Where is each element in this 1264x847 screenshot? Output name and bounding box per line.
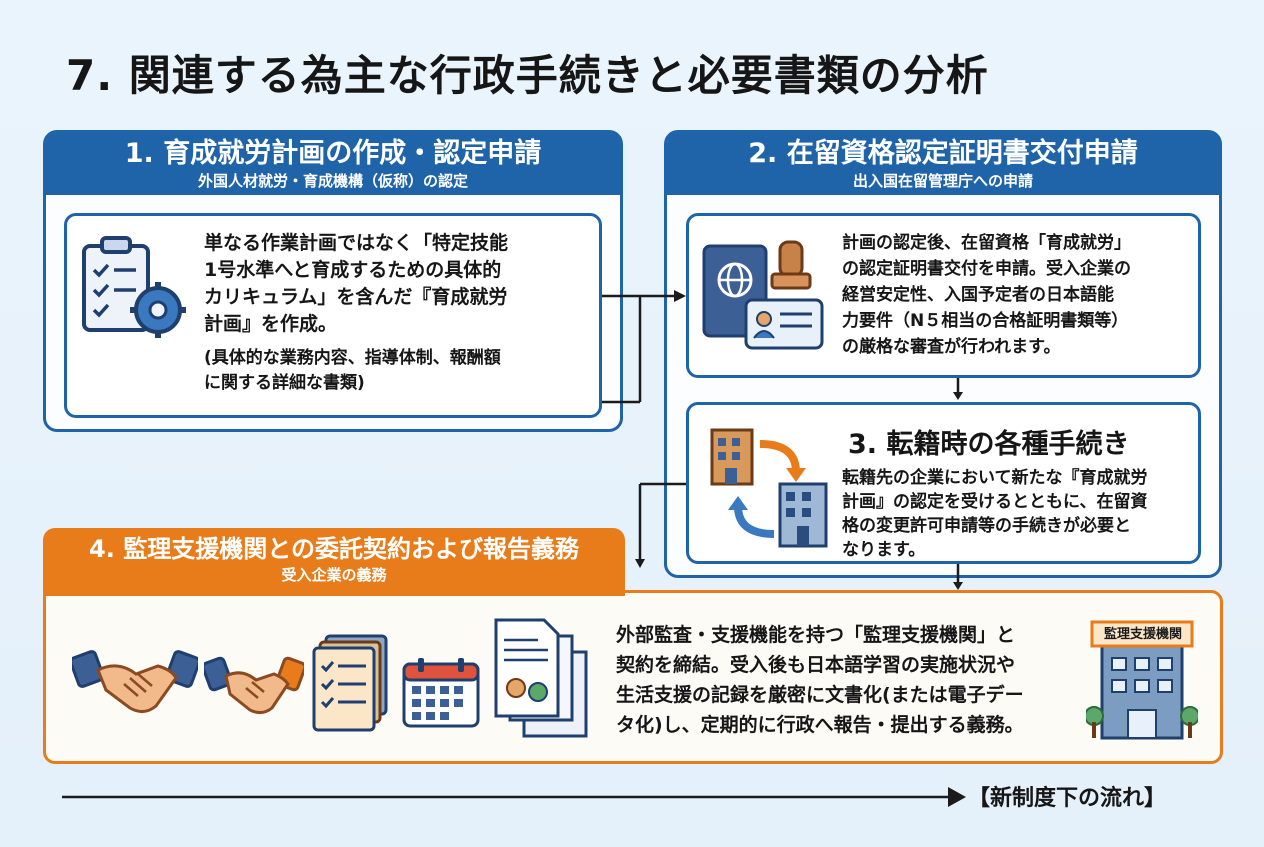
text-line: 外部監査・支援機能を持つ「監理支援機関」と — [616, 624, 1016, 646]
text-line: 格の変更許可申請等の手続きが必要と — [842, 516, 1131, 536]
text-line: 力要件（N５相当の合格証明書類等） — [842, 311, 1129, 331]
visa-text: 計画の認定後、在留資格「育成就労」 の認定証明書交付を申請。受入企業の 経営安定… — [842, 230, 1198, 360]
building-sign-label: 監理支援機関 — [1103, 627, 1182, 642]
card-heading: 2. 在留資格認定証明書交付申請 — [748, 138, 1138, 169]
office-building-icon — [1086, 620, 1198, 740]
flow-label: 【新制度下の流れ】 — [968, 786, 1167, 811]
plan-note: (具体的な業務内容、指導体制、報酬額 に関する詳細な書類) — [204, 346, 594, 396]
card-subheading: 外国人材就労・育成機構（仮称）の認定 — [197, 172, 468, 190]
text-line: 1号水準へと育成するための具体的 — [204, 259, 502, 281]
text-line: の厳格な審査が行われます。 — [842, 337, 1061, 357]
plan-text: 単なる作業計画ではなく「特定技能 1号水準へと育成するための具体的 カリキュラム… — [204, 230, 594, 338]
text-line: 生活支援の記録を厳密に文書化(または電子デー — [616, 684, 1024, 706]
handshake-icon — [72, 650, 198, 713]
building-transfer-icon — [710, 428, 828, 548]
text-line: カリキュラム」を含んだ『育成就労 — [204, 286, 508, 308]
document-stack-icon — [312, 634, 388, 732]
text-line: 契約を締結。受入後も日本語学習の実施状況や — [616, 654, 1016, 676]
text-line: 経営安定性、入国予定者の日本語能 — [842, 285, 1114, 305]
text-line: 計画』の認定を受けるとともに、在留資 — [842, 492, 1148, 512]
page-title: 7. 関連する為主な行政手続きと必要書類の分析 — [66, 51, 989, 100]
text-line: タ化)し、定期的に行政へ報告・提出する義務。 — [616, 714, 1024, 736]
text-line: なります。 — [842, 540, 926, 560]
transfer-text: 転籍先の企業において新たな『育成就労 計画』の認定を受けるとともに、在留資 格の… — [842, 466, 1198, 562]
text-line: の認定証明書交付を申請。受入企業の — [842, 259, 1131, 279]
card-heading: 1. 育成就労計画の作成・認定申請 — [124, 138, 542, 169]
card-subheading: 受入企業の義務 — [281, 566, 387, 584]
clipboard-gear-icon — [82, 236, 186, 338]
passport-stamp-icon — [702, 240, 824, 350]
card-header: 2. 在留資格認定証明書交付申請 出入国在留管理庁への申請 — [667, 133, 1219, 195]
text-line: 計画の認定後、在留資格「育成就労」 — [842, 233, 1131, 253]
card-heading: 4. 監理支援機関との委託契約および報告義務 — [89, 535, 579, 563]
handshake-icon — [204, 656, 304, 715]
report-documents-icon — [494, 618, 588, 738]
card-heading: 3. 転籍時の各種手続き — [848, 429, 1130, 460]
text-line: 計画』を作成。 — [204, 313, 338, 335]
text-line: (具体的な業務内容、指導体制、報酬額 — [204, 348, 501, 368]
card-header: 1. 育成就労計画の作成・認定申請 外国人材就労・育成機構（仮称）の認定 — [46, 133, 620, 195]
contract-text: 外部監査・支援機能を持つ「監理支援機関」と 契約を締結。受入後も日本語学習の実施… — [616, 620, 1076, 740]
card-subheading: 出入国在留管理庁への申請 — [852, 172, 1033, 190]
calendar-icon — [402, 658, 480, 728]
text-line: 転籍先の企業において新たな『育成就労 — [842, 468, 1148, 488]
text-line: 単なる作業計画ではなく「特定技能 — [204, 232, 509, 254]
visa-detail-box — [686, 213, 1201, 378]
text-line: に関する詳細な書類) — [204, 373, 365, 393]
card-header: 4. 監理支援機関との委託契約および報告義務 受入企業の義務 — [43, 528, 625, 596]
